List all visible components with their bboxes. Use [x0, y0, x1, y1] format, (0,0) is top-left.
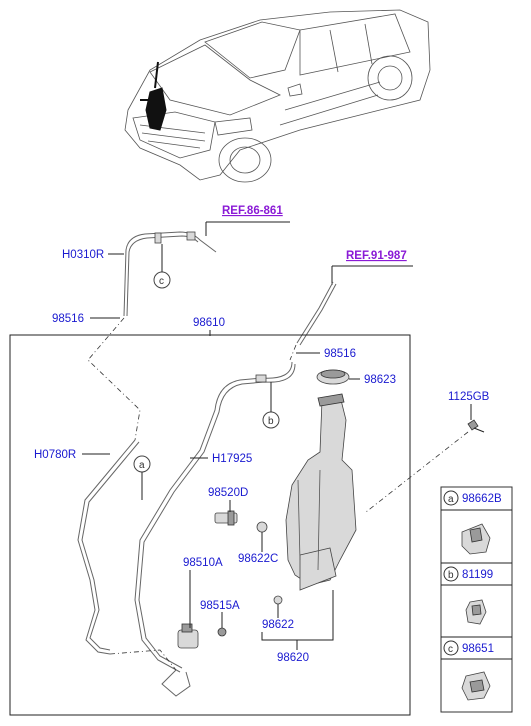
callout-b-letter: b: [268, 416, 274, 427]
label-98515a: 98515A: [200, 600, 240, 612]
grommet-98622: [273, 595, 283, 605]
part-98520d: [214, 510, 238, 526]
legend-c-letter: c: [448, 644, 453, 655]
label-h17925: H17925: [212, 453, 252, 465]
label-98620: 98620: [277, 652, 309, 664]
highlighted-reservoir-icon: [145, 87, 167, 131]
label-h0780r: H0780R: [34, 449, 76, 461]
label-h0310r: H0310R: [62, 249, 104, 261]
legend-b-part: 81199: [462, 569, 493, 581]
vehicle-illustration: [124, 9, 431, 183]
callout-c-letter: c: [159, 276, 164, 287]
label-98622c: 98622C: [238, 553, 278, 565]
washer-reservoir: [285, 393, 357, 591]
legend-a-letter: a: [448, 494, 454, 505]
label-98622: 98622: [262, 619, 294, 631]
label-98510a: 98510A: [183, 557, 223, 569]
legend-a-part: 98662B: [462, 493, 502, 505]
legend-c-part: 98651: [462, 643, 494, 655]
clip-98651-icon: [461, 671, 491, 701]
legend-panel: a 98662B b 81199 c 98651: [440, 486, 513, 713]
legend-b-letter: b: [448, 570, 454, 581]
legend-b-circle: [443, 566, 459, 582]
upper-hose: [123, 231, 217, 317]
hose-h0780r: [77, 439, 140, 655]
legend-a-circle: [443, 490, 459, 506]
callout-a-letter: a: [139, 460, 145, 471]
label-1125gb: 1125GB: [448, 391, 490, 403]
legend-c-circle: [443, 640, 459, 656]
label-98610: 98610: [193, 317, 225, 329]
grommet-98622c: [256, 521, 268, 533]
pump-98510a: [177, 623, 199, 649]
reservoir-cap-98623: [316, 369, 350, 385]
bolt-1125gb: [467, 419, 485, 433]
hose-h17925: [134, 361, 296, 673]
label-98520d: 98520D: [208, 487, 248, 499]
label-98516-right: 98516: [324, 348, 356, 360]
ref-86-861-label[interactable]: REF.86-861: [222, 205, 283, 217]
label-98623: 98623: [364, 374, 396, 386]
clip-98662b-icon: [461, 523, 491, 555]
clip-81199-icon: [465, 599, 487, 625]
label-98516-left: 98516: [52, 313, 84, 325]
seal-98515a: [217, 627, 227, 637]
ref-91-987-label[interactable]: REF.91-987: [346, 250, 407, 262]
